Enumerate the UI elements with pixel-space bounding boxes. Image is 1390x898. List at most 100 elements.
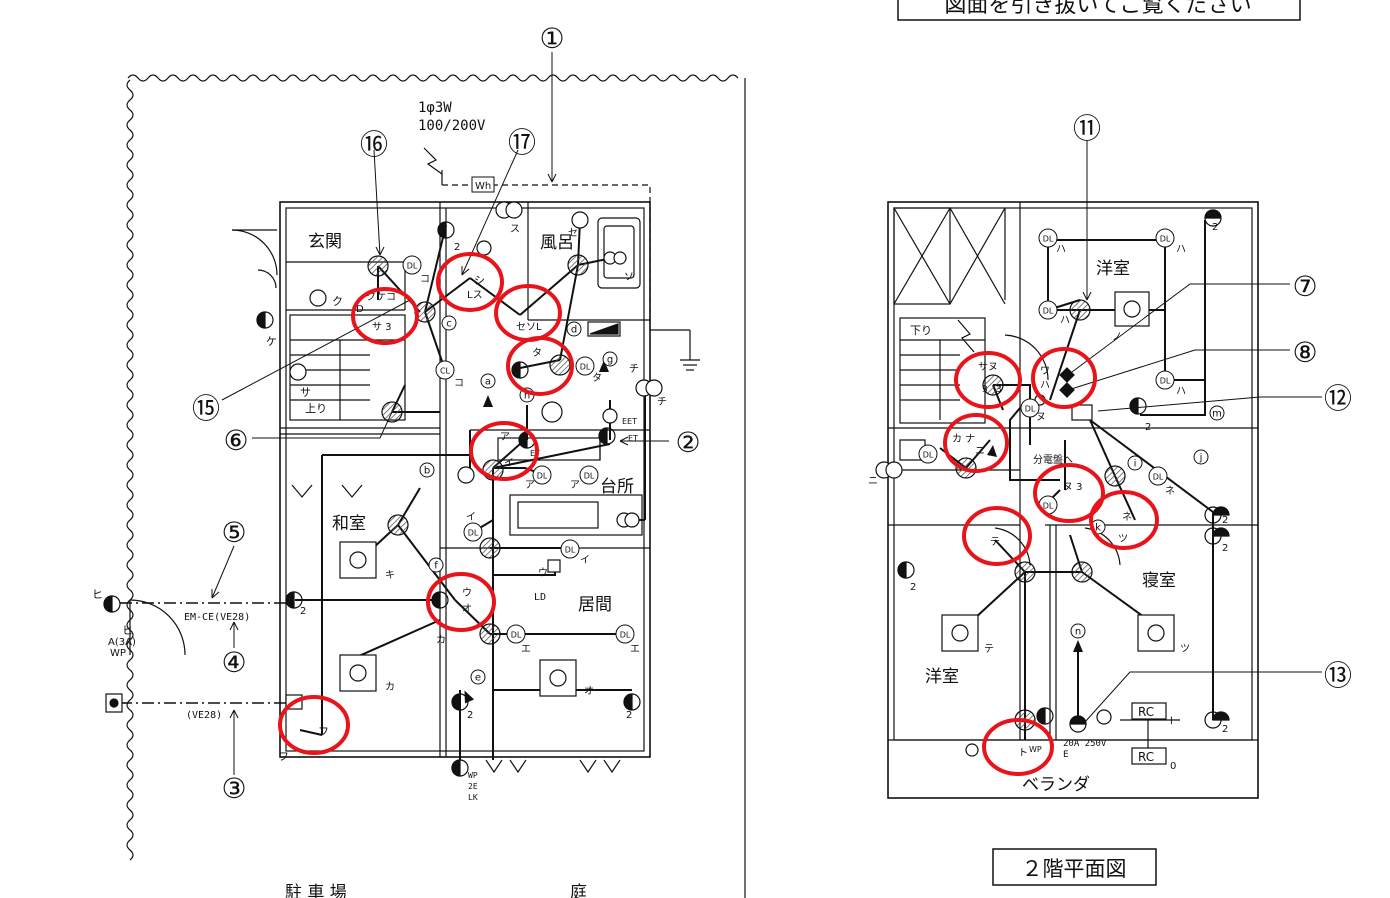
callout-5: ⑤ <box>221 516 246 549</box>
label-d: D <box>356 304 364 315</box>
circuit-a: a <box>480 373 496 389</box>
label-o-2: オ <box>584 685 594 697</box>
label-hi: ヒ <box>92 588 103 601</box>
stairs-down: 下り <box>910 324 932 337</box>
callouts: ① ② ③ ④ ⑤ ⑥ ⑦ ⑧ ⑪ ⑫ ⑬ ⑮ ⑯ ⑰ <box>192 22 1352 805</box>
room-garden: 庭 <box>570 883 587 898</box>
label-te-2: テ <box>984 644 994 655</box>
label-0: 0 <box>1170 761 1176 772</box>
svg-text:DL: DL <box>1153 473 1164 482</box>
downlight: DL <box>575 356 595 376</box>
downlight: DL <box>1155 228 1175 248</box>
label-a: ア <box>500 432 510 443</box>
outdoor-wp: WP <box>110 648 126 659</box>
label-te: テ <box>990 537 1000 548</box>
highlight-circle <box>954 351 1022 409</box>
svg-text:DL: DL <box>565 546 576 555</box>
svg-text:DL: DL <box>537 472 548 481</box>
circuit-j: j <box>1193 449 1209 465</box>
label-eet: EET <box>622 417 637 426</box>
label-2e: 2E <box>468 782 478 791</box>
callout-13: ⑬ <box>1324 659 1352 692</box>
circuit-e: e <box>470 669 486 685</box>
svg-text:DL: DL <box>468 529 479 538</box>
label-ko-2: コ <box>454 378 464 389</box>
downlight: DL <box>615 624 635 644</box>
svg-text:DL: DL <box>1160 377 1171 386</box>
downlight: DL <box>1038 300 1058 320</box>
svg-text:e: e <box>475 673 481 684</box>
downlight: DL <box>532 465 552 485</box>
label-ni-2: ニ <box>868 476 878 487</box>
label-sanu: サヌ <box>978 361 998 373</box>
label-kukeko: クケコ <box>366 291 396 303</box>
label-i: イ <box>504 458 514 469</box>
label-o: オ <box>462 603 472 615</box>
header-note: 図面を引き抜いてご覧ください <box>897 0 1301 21</box>
lot-boundary-left <box>126 79 134 861</box>
highlight-circle <box>469 421 539 481</box>
label-to-wp: WP <box>1029 745 1042 754</box>
service-phase: 1φ3W <box>418 100 452 116</box>
callout-15: ⑮ <box>192 392 220 425</box>
room-bath: 風呂 <box>540 233 574 253</box>
callout-11: ⑪ <box>1073 112 1101 145</box>
highlight-circle <box>982 718 1054 776</box>
label-ta: タ <box>532 347 542 359</box>
label-tsu: ツ <box>1118 534 1128 545</box>
label-2c: 2 <box>467 710 473 721</box>
second-floor-fixtures <box>875 209 1230 757</box>
label-e-2: エ <box>630 644 640 655</box>
label-su: ス <box>510 224 520 235</box>
highlight-circle <box>943 413 1009 473</box>
label-sa-stair: サ <box>300 386 311 399</box>
outdoor-box: A(3A) <box>108 637 136 648</box>
label-so: ソ <box>624 272 634 283</box>
svg-text:DL: DL <box>511 631 522 640</box>
callout-12: ⑫ <box>1324 382 1352 415</box>
highlight-marks <box>278 252 1159 776</box>
first-floor-labels: 玄関 風呂 和室 台所 居間 駐 車 場 庭 上り 1φ3W 100/200V … <box>92 100 667 898</box>
label-ha-2: ハ <box>1176 244 1186 255</box>
highlight-circle <box>506 336 574 396</box>
label-ki: キ <box>385 570 395 581</box>
label-chi-2: チ <box>657 396 667 408</box>
label-2-2f-b: 2 <box>1212 222 1218 233</box>
svg-text:a: a <box>485 377 491 388</box>
callout-6: ⑥ <box>223 424 248 457</box>
label-outlet-e: E <box>1063 750 1069 760</box>
floor2-title-text: ２階平面図 <box>1022 857 1127 881</box>
label-2: 2 <box>300 606 306 617</box>
label-wp: WP <box>468 771 478 780</box>
label-fu: フ <box>318 725 329 738</box>
svg-text:DL: DL <box>1043 235 1054 244</box>
stairs-up: 上り <box>305 402 327 415</box>
wiring-ve28: (VE28) <box>186 710 222 721</box>
room-western-north: 洋室 <box>1096 259 1130 279</box>
circuit-f: f <box>428 557 444 573</box>
svg-text:f: f <box>434 561 438 572</box>
downlight: DL <box>463 522 483 542</box>
label-2b: 2 <box>454 242 460 253</box>
label-ne: ネ <box>1122 511 1132 523</box>
downlight: DL <box>1155 370 1175 390</box>
callout-16: ⑯ <box>360 128 388 161</box>
floor2-title: ２階平面図 <box>992 848 1157 886</box>
label-a-2: ア <box>525 480 535 491</box>
label-ka-ni: カ ナ <box>952 433 975 445</box>
label-ha: ハ <box>1060 315 1070 326</box>
label-3b: 3 <box>996 385 1002 395</box>
highlight-circle <box>351 287 419 345</box>
meter-wh: Wh <box>475 181 491 192</box>
first-floor-fixtures <box>103 201 663 777</box>
second-floor-circuits: i j k m n <box>1070 405 1225 639</box>
label-ne-2: ネ <box>1165 485 1175 497</box>
room-kitchen: 台所 <box>600 477 634 497</box>
circuit-b: b <box>419 462 435 478</box>
circuit-m: m <box>1209 405 1225 421</box>
label-chi: チ <box>629 363 639 375</box>
downlight: DL <box>1020 398 1040 418</box>
highlight-circle <box>962 506 1032 566</box>
label-ke: ケ <box>266 335 277 348</box>
label-i-3: イ <box>580 555 590 566</box>
